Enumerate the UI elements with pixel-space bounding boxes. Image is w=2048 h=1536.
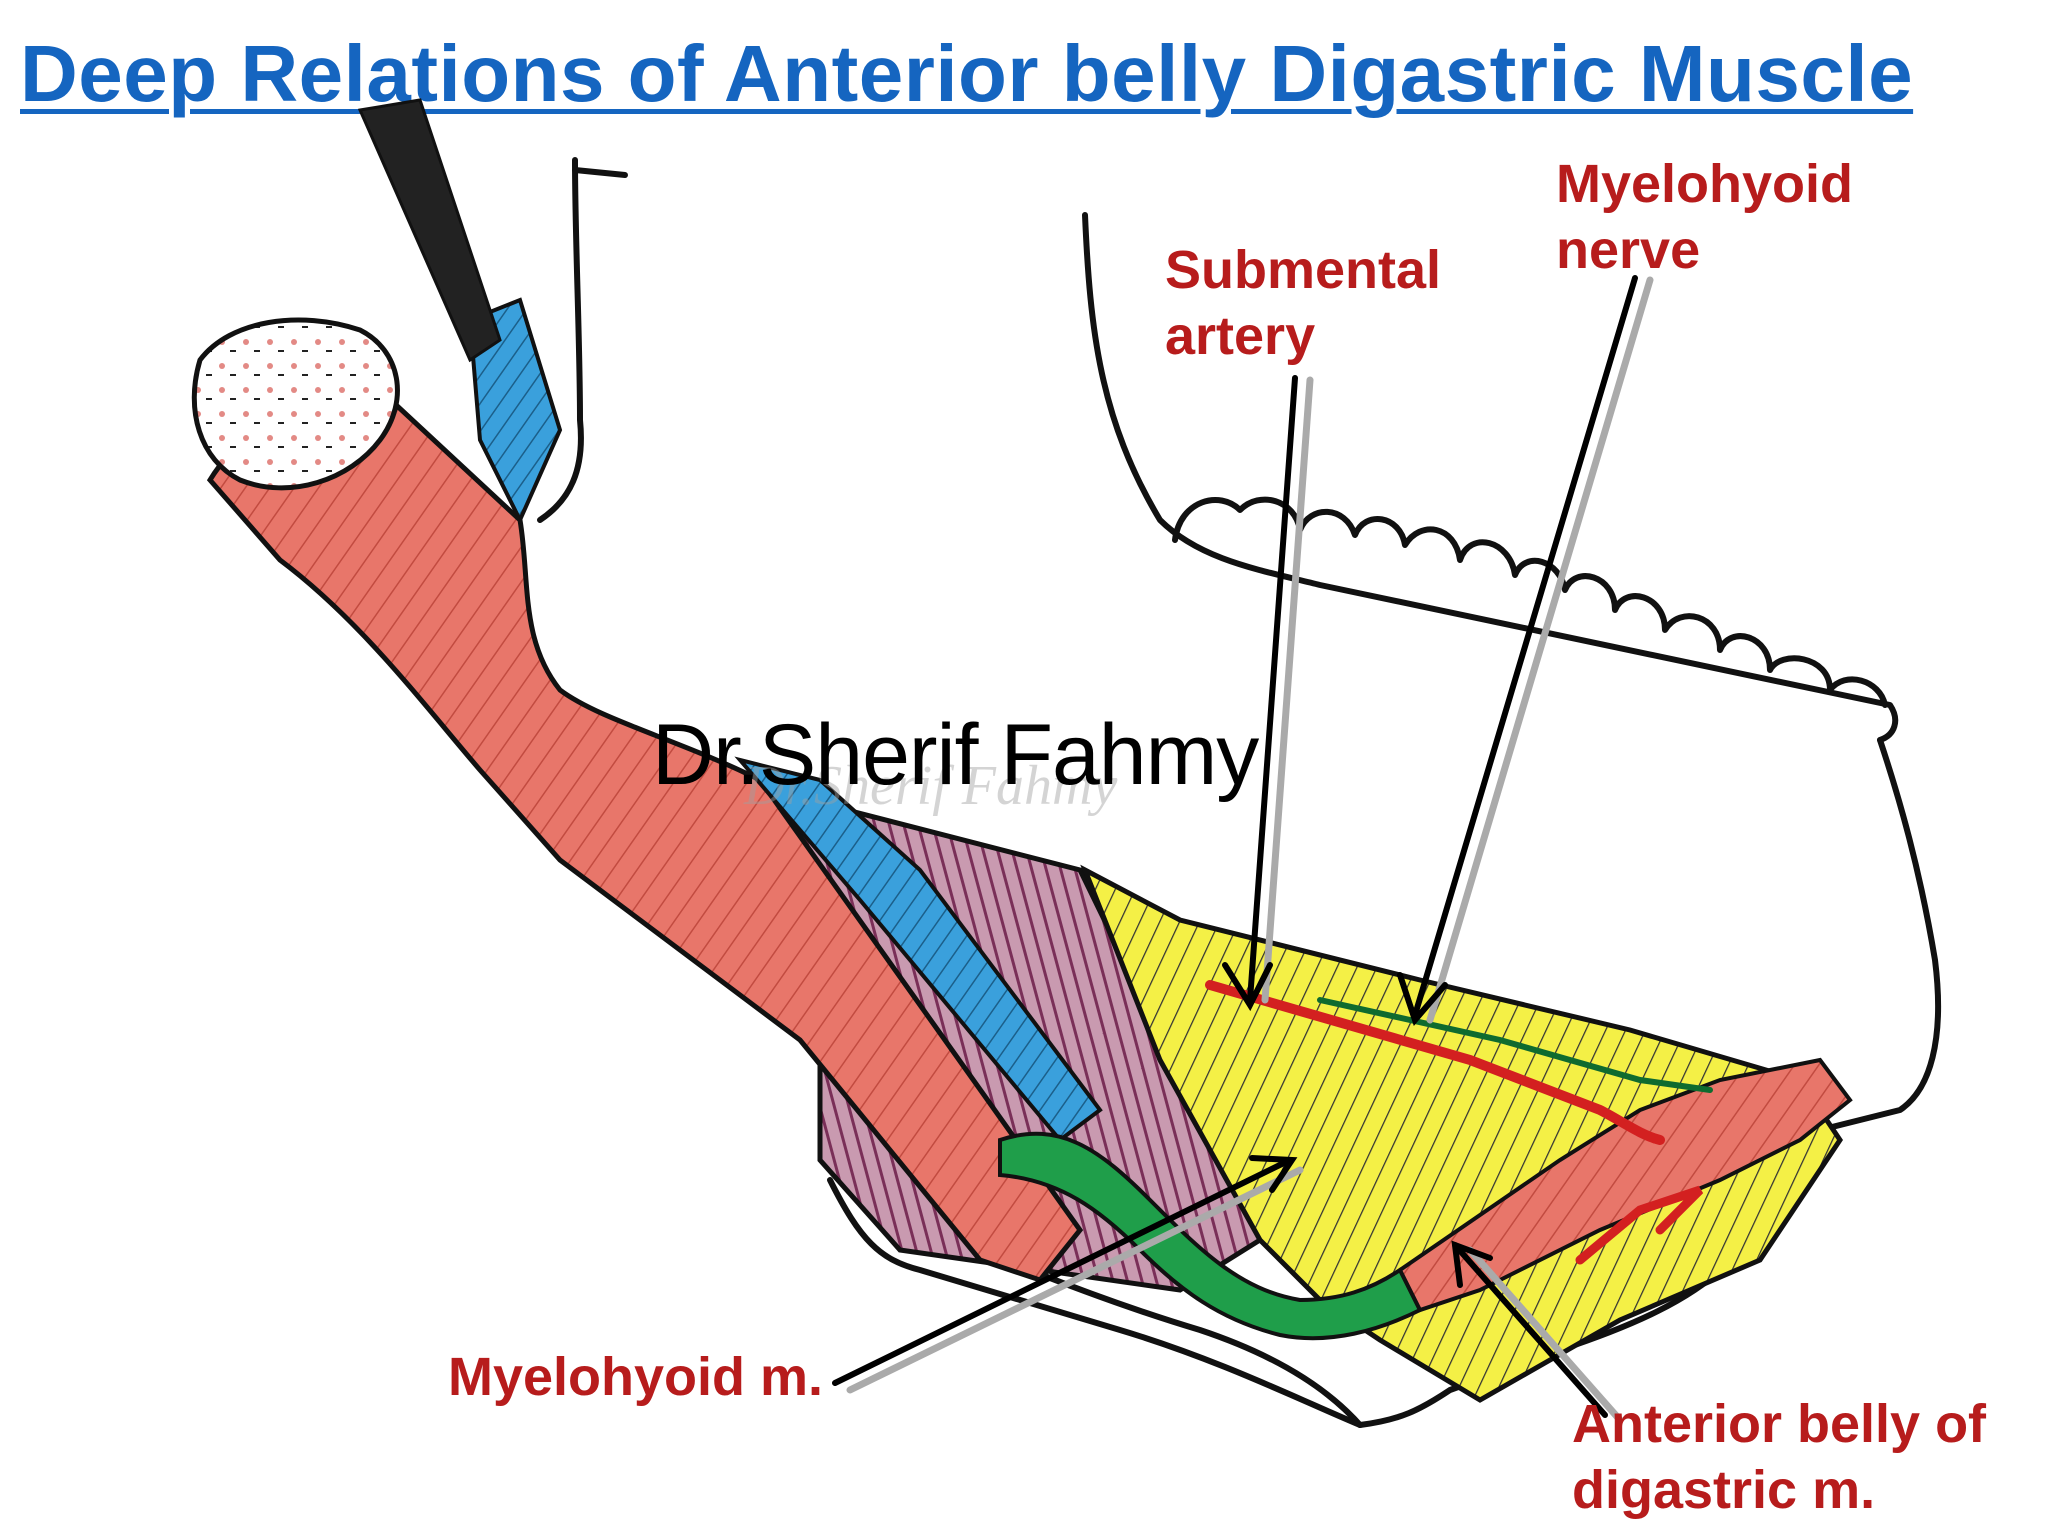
watermark-faint: Dr.Sherif Fahmy: [744, 755, 1118, 817]
arrow-submental-artery: [1247, 375, 1298, 1003]
pointer-arrows: [832, 275, 1654, 1424]
label-myelohyoid-nerve: Myelohyoid nerve: [1556, 154, 1854, 280]
blue-muscle-lower: [734, 756, 1103, 1143]
submental-artery-branch: [1575, 1185, 1704, 1265]
styloid-process: [357, 98, 502, 363]
watermark: Dr.Sherif Fahmy: [652, 707, 1259, 803]
arrow-anterior-belly: [1452, 1242, 1608, 1418]
myelohyoid-nerve: [1317, 997, 1713, 1093]
page-title: Deep Relations of Anterior belly Digastr…: [20, 29, 1914, 118]
label-anterior-belly: Anterior belly of digastric m.: [1572, 1394, 1987, 1520]
digastric-anterior-belly: [1397, 1057, 1853, 1313]
submental-artery: [1205, 980, 1665, 1145]
stylohyoid-muscle: [467, 297, 563, 525]
label-myelohyoid-muscle: Myelohyoid m.: [448, 1347, 824, 1407]
arrow-myelohyoid-nerve: [1412, 275, 1638, 1018]
arrow-myelohyoid-muscle: [832, 1157, 1293, 1386]
mandibular-condyle: [191, 317, 400, 491]
label-submental-artery: Submental artery: [1165, 240, 1442, 366]
